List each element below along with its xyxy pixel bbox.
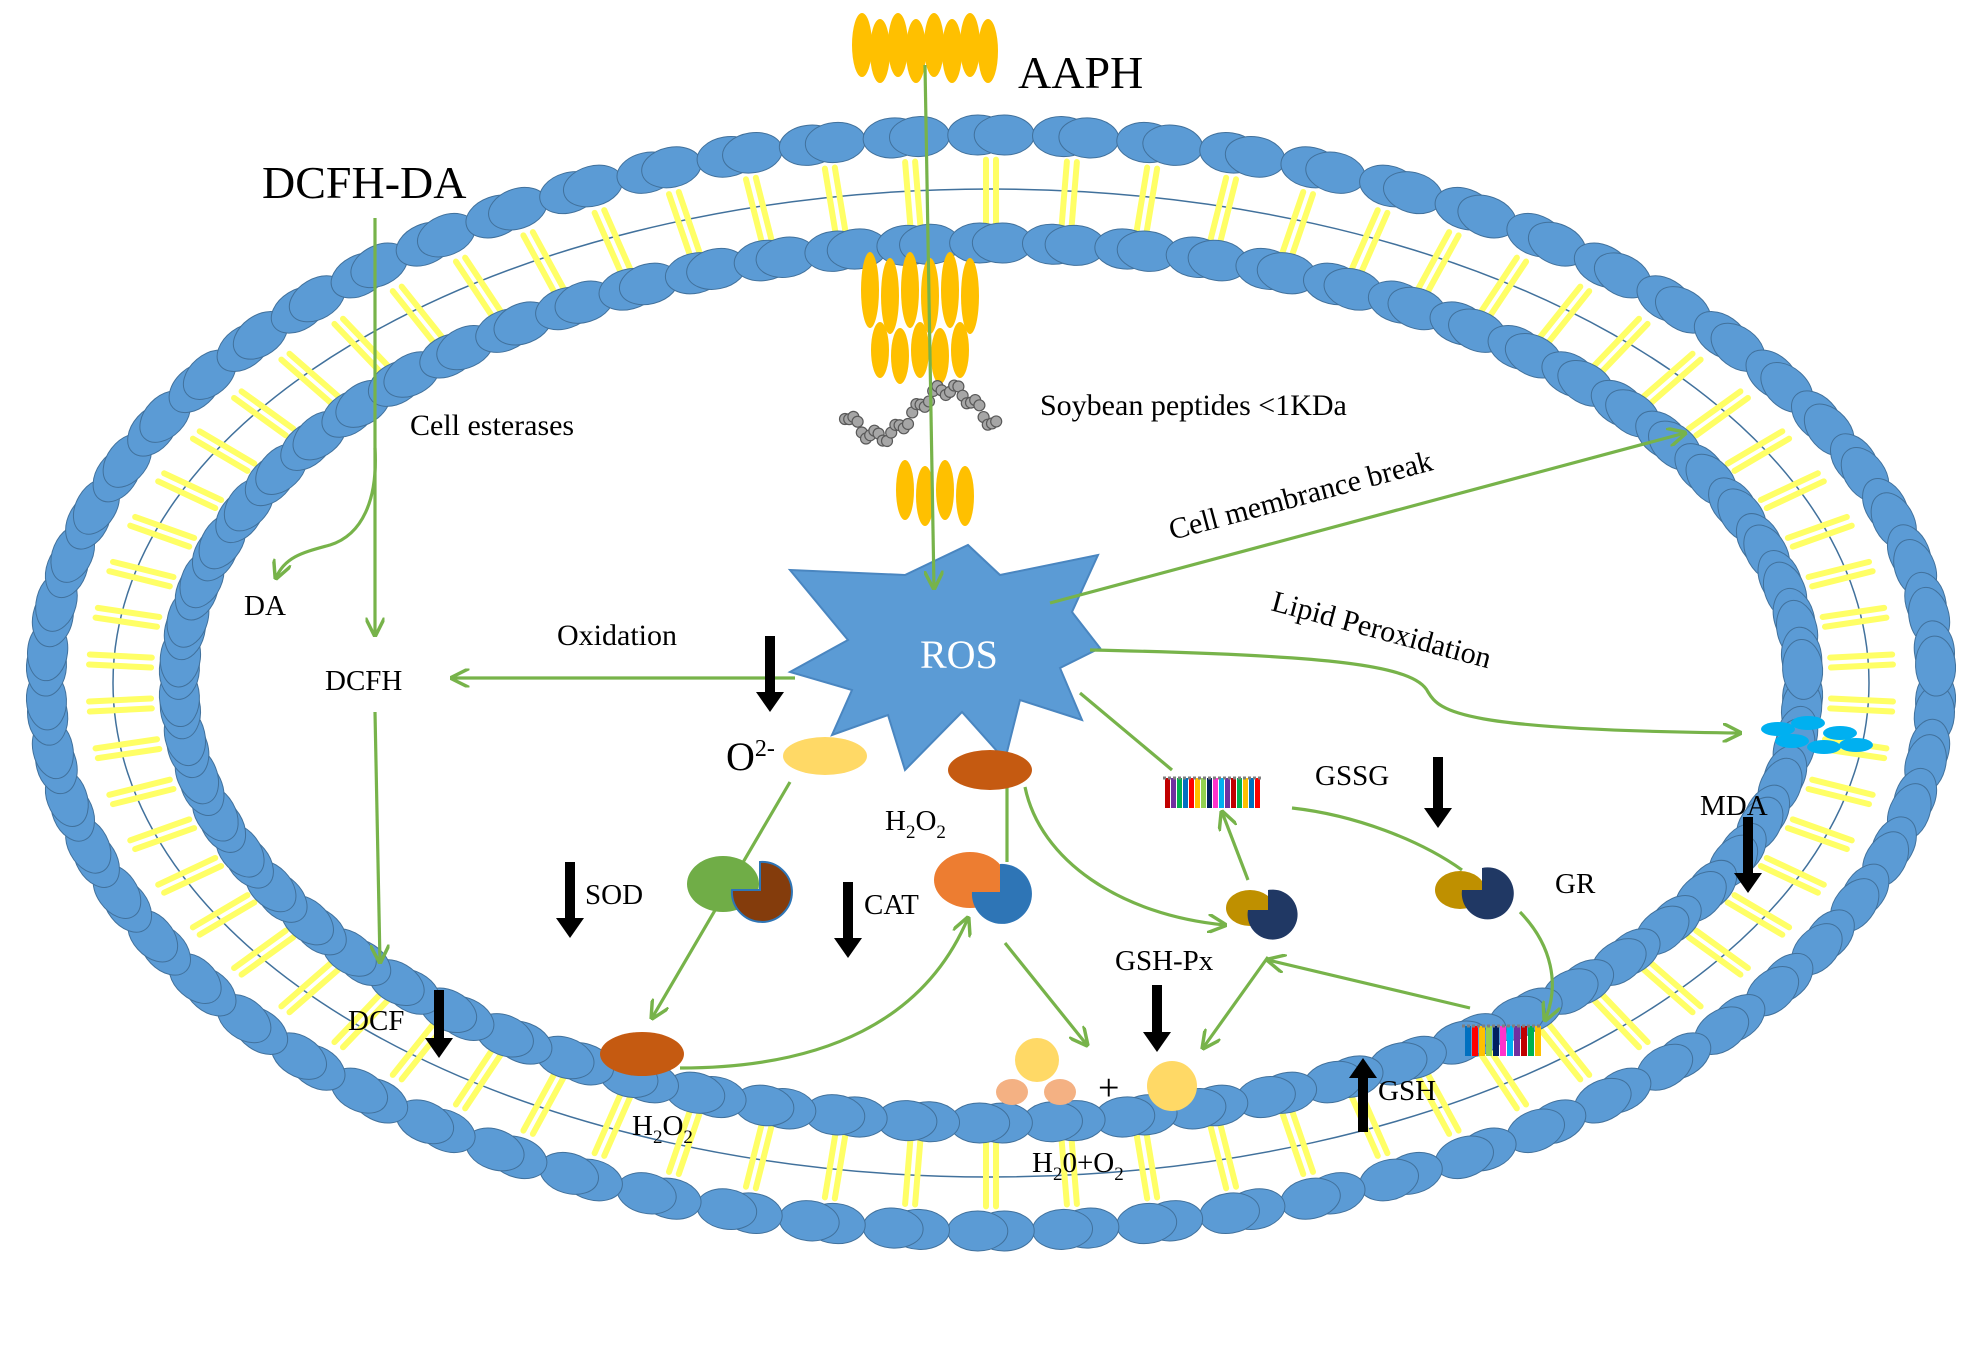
arrow-ros-to-gssg-left (1078, 691, 1174, 772)
label-gr: GR (1555, 868, 1596, 900)
sod-down-arrow (556, 862, 584, 938)
ros-starburst (787, 543, 1102, 772)
arrow-h2o2-to-cat (679, 918, 968, 1070)
pathway-arrows (276, 64, 1740, 1070)
label-plus: + (1098, 1067, 1119, 1109)
cell-membrane-bilayer (25, 114, 1957, 1252)
arrow-lipid-peroxidation (1089, 648, 1740, 733)
aaph-molecules-inside (861, 252, 979, 384)
gr-enzyme (1435, 867, 1514, 920)
label-membrane-break: Cell membrance break (1165, 445, 1436, 547)
label-lipid-peroxidation: Lipid Peroxidation (1268, 585, 1495, 675)
arrow-esterase-to-da (276, 447, 377, 578)
label-mda: MDA (1700, 790, 1768, 822)
label-oxidation: Oxidation (557, 619, 677, 652)
h2o2-molecule-bottom (600, 1032, 684, 1076)
label-dcfh-da: DCFH-DA (262, 157, 466, 208)
label-dcfh: DCFH (325, 665, 402, 697)
gsh-px-down-arrow (1143, 985, 1171, 1052)
gssg-molecule (1163, 776, 1262, 808)
gsh-up-arrow (1349, 1058, 1377, 1132)
molecules (600, 716, 1873, 1111)
label-h2o2-bottom: H2O2 (632, 1110, 693, 1148)
arrow-gshpx-to-gssg (1222, 812, 1250, 881)
aaph-molecules-outside (852, 13, 998, 83)
superoxide-molecule (783, 737, 867, 775)
label-dcf: DCF (348, 1005, 404, 1037)
regulation-arrows (425, 636, 1762, 1132)
label-cell-esterases: Cell esterases (410, 409, 574, 442)
label-h2o2-center: H2O2 (885, 805, 946, 843)
label-water-oxygen: H20+O2 (1032, 1147, 1124, 1185)
mda-down-arrow (1734, 817, 1762, 893)
label-gssg: GSSG (1315, 760, 1389, 792)
label-sod: SOD (585, 879, 643, 911)
arrow-h2o2-to-gshpx (1023, 786, 1225, 925)
aaph-molecules-bound (896, 460, 974, 526)
gssg-down-arrow (1424, 757, 1452, 828)
gsh-molecule (1462, 1024, 1541, 1056)
label-ros: ROS (920, 632, 998, 677)
cat-down-arrow (834, 882, 862, 958)
arrow-aaph-to-ros (923, 64, 934, 588)
cat-enzyme (934, 852, 1032, 924)
oxidation-down-arrow (756, 636, 784, 712)
arrow-membrane-break (1049, 433, 1685, 605)
label-soybean-peptides: Soybean peptides <1KDa (1040, 389, 1347, 422)
arrow-gr-to-gsh (1518, 910, 1552, 1020)
soybean-peptide-helix (838, 379, 1003, 448)
label-superoxide: O2- (726, 734, 775, 779)
label-gsh-px: GSH-Px (1115, 945, 1214, 977)
h2o2-molecule-center (948, 750, 1032, 790)
water-oxygen-products (996, 1038, 1197, 1111)
sod-enzyme (687, 856, 793, 923)
arrow-gssg-to-gr (1291, 806, 1463, 872)
arrow-gshpx-to-water (1203, 956, 1270, 1048)
arrow-cat-to-water (1003, 941, 1087, 1045)
arrow-dcfh-to-dcf (375, 711, 380, 962)
arrow-gsh-to-gshpx (1268, 960, 1471, 1010)
gsh-px-enzyme (1226, 889, 1298, 940)
label-gsh: GSH (1378, 1075, 1436, 1107)
label-cat: CAT (864, 889, 919, 921)
dcf-down-arrow (425, 990, 453, 1058)
label-aaph: AAPH (1018, 47, 1143, 98)
mda-molecules (1761, 716, 1873, 754)
label-da: DA (244, 590, 286, 622)
